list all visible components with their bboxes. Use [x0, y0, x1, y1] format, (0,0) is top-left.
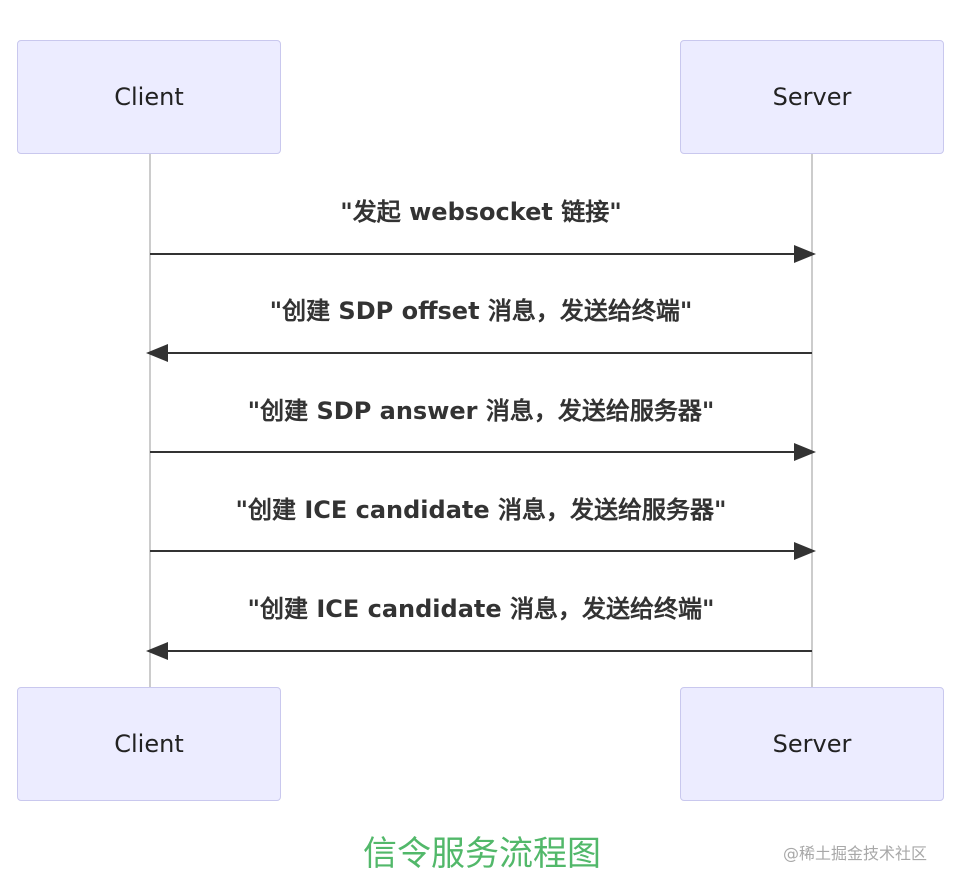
message-arrow-head [794, 443, 816, 461]
message-arrow-head [794, 542, 816, 560]
client-label: Client [114, 83, 184, 111]
message-label-3: "创建 SDP answer 消息，发送给服务器" [247, 397, 715, 425]
server-label: Server [772, 83, 852, 111]
message-arrow-head [146, 344, 168, 362]
message-arrow-head [146, 642, 168, 660]
client-actor-bottom: Client [17, 687, 281, 801]
watermark: @稀土掘金技术社区 [783, 844, 928, 863]
server-actor-top: Server [680, 40, 944, 154]
client-actor-top: Client [17, 40, 281, 154]
message-label-5: "创建 ICE candidate 消息，发送给终端" [247, 595, 715, 623]
message-label-4: "创建 ICE candidate 消息，发送给服务器" [235, 496, 727, 524]
message-label-1: "发起 websocket 链接" [340, 198, 622, 226]
client-label: Client [114, 730, 184, 758]
message-label-2: "创建 SDP offset 消息，发送给终端" [269, 297, 693, 325]
message-arrow-head [794, 245, 816, 263]
server-actor-bottom: Server [680, 687, 944, 801]
server-label: Server [772, 730, 852, 758]
diagram-caption: 信令服务流程图 [363, 834, 601, 874]
